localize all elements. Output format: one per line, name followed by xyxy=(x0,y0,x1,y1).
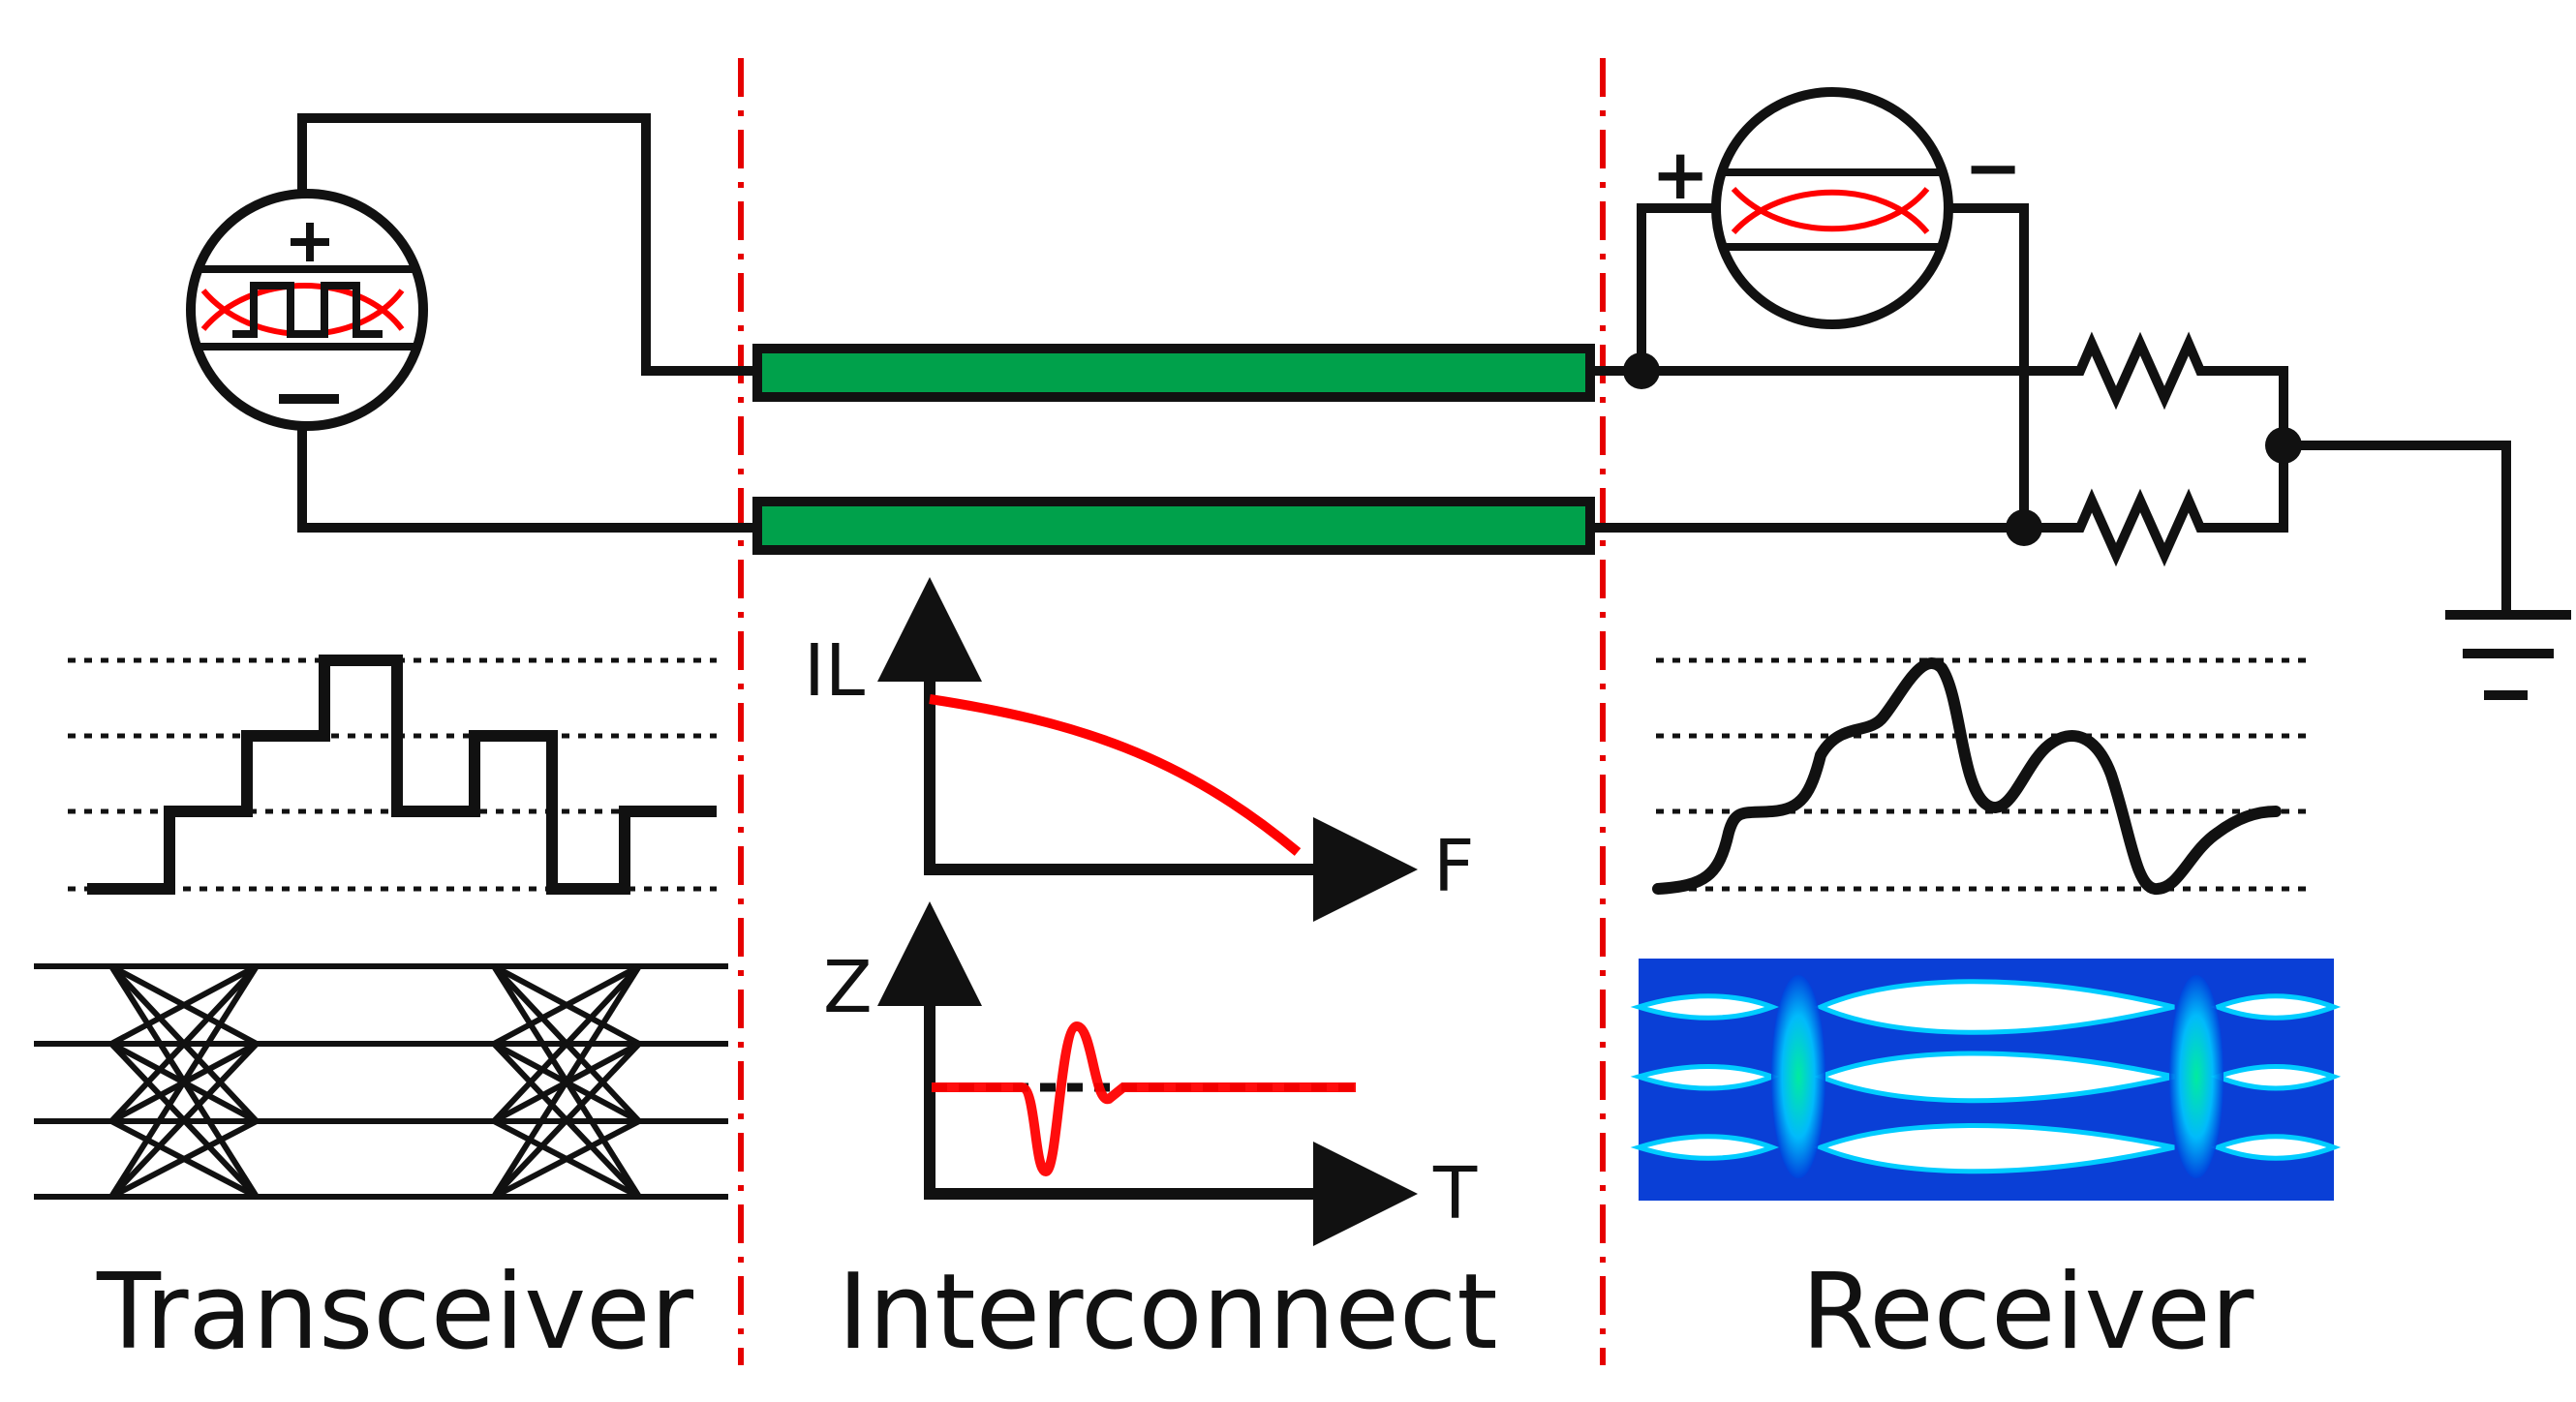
z-plot xyxy=(877,901,1418,1246)
rx-eye-crossings xyxy=(1771,975,2223,1178)
rx-eye-diagram xyxy=(1630,959,2342,1201)
tx-waveform-panel xyxy=(68,655,717,895)
il-ylabel: IL xyxy=(804,629,865,713)
rx-eye-opening-upper xyxy=(1814,979,2175,1035)
tx-top-wire xyxy=(297,113,755,376)
section-dividers xyxy=(738,58,1606,1365)
rx-minus-sign: − xyxy=(1964,127,2022,208)
z-ylabel: Z xyxy=(823,946,873,1029)
il-curve xyxy=(929,694,1302,856)
rx-eye-edge-right-1 xyxy=(2210,993,2342,1021)
rx-eye-edge-right-2 xyxy=(2210,1064,2342,1091)
resistor-top-icon xyxy=(2061,331,2288,567)
rx-eye-edge-left-3 xyxy=(1630,1134,1780,1161)
rx-probe-left xyxy=(1637,203,1714,371)
rx-ground-wire xyxy=(2284,441,2511,615)
rx-waveform-panel xyxy=(1652,657,2310,895)
rx-probe-right xyxy=(1951,203,2029,528)
rx-signal xyxy=(1652,657,2282,895)
rx-plus-sign: + xyxy=(1651,134,1709,215)
rx-eye-edge-left-1 xyxy=(1630,993,1780,1021)
tx-bottom-wire xyxy=(297,426,755,533)
ground-icon xyxy=(2445,610,2571,700)
trace-bottom xyxy=(752,497,1595,555)
transceiver-circuit xyxy=(297,113,755,533)
tx-eye-crossing-1 xyxy=(108,963,260,1200)
label-transceiver: Transceiver xyxy=(96,1252,694,1373)
interconnect-traces xyxy=(752,344,1595,555)
rx-eye-edge-right-3 xyxy=(2210,1134,2342,1161)
label-receiver: Receiver xyxy=(1801,1252,2254,1373)
il-xlabel: F xyxy=(1433,825,1475,908)
rx-eye-opening-lower xyxy=(1814,1123,2175,1174)
il-plot xyxy=(877,577,1418,922)
voltage-source-icon xyxy=(186,189,428,431)
tx-pam4-signal xyxy=(87,655,717,895)
junction-dot-icon xyxy=(1623,352,2302,546)
label-interconnect: Interconnect xyxy=(838,1252,1498,1373)
voltage-source-rx-icon xyxy=(1711,87,1953,329)
tx-eye-diagram xyxy=(34,963,728,1200)
tx-eye-crossing-2 xyxy=(491,963,642,1200)
trace-top xyxy=(752,344,1595,402)
z-xlabel: T xyxy=(1432,1152,1478,1235)
z-response xyxy=(932,1021,1356,1177)
